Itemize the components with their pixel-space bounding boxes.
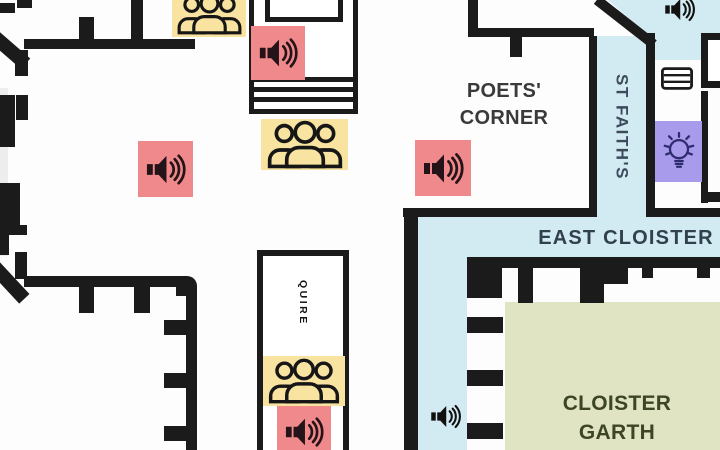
pillar-stub — [79, 17, 94, 41]
audio-point-marker[interactable] — [415, 140, 471, 196]
pillar-stub — [467, 423, 503, 439]
side-room-box — [701, 33, 720, 88]
altar-step — [251, 87, 356, 92]
stacked-lines-icon — [661, 67, 693, 90]
gathering-point-marker[interactable] — [261, 119, 348, 170]
pillar-stub — [642, 268, 653, 278]
speaker-icon — [424, 394, 466, 438]
wall-segment — [701, 192, 720, 202]
pillar-stub — [697, 268, 710, 278]
people-icon — [263, 356, 345, 406]
wall-segment — [0, 183, 20, 227]
pillar-stub — [467, 317, 503, 333]
wall-segment — [403, 208, 590, 217]
pillar-stub — [164, 373, 186, 388]
speaker-icon — [138, 141, 193, 197]
pillar-stub — [467, 370, 503, 386]
audio-point-marker[interactable] — [658, 0, 700, 30]
people-icon — [172, 0, 246, 37]
east-cloister-band — [418, 217, 720, 258]
wall-segment — [0, 225, 27, 235]
wall-segment — [15, 50, 28, 76]
poets-corner-label: POETS' CORNER — [459, 80, 549, 129]
speaker-icon — [277, 406, 331, 450]
east-cloister-label: EAST CLOISTER — [538, 227, 714, 249]
wall-segment — [468, 28, 594, 37]
wall-segment — [467, 257, 720, 268]
gathering-point-marker[interactable] — [263, 356, 345, 406]
lightbulb-icon — [655, 121, 702, 182]
altar-step — [251, 97, 356, 102]
wall-segment — [655, 208, 720, 217]
wall-segment — [17, 0, 32, 8]
pillar-stub — [15, 252, 27, 279]
pillar-stub — [164, 426, 186, 441]
wall-segment — [24, 276, 184, 287]
wall-segment — [646, 33, 655, 217]
speaker-icon — [415, 140, 471, 196]
audio-point-marker[interactable] — [277, 406, 331, 450]
quire-label-wrap: QUIRE — [263, 280, 343, 350]
speaker-icon — [251, 26, 305, 80]
left-edge-shade — [0, 88, 8, 256]
wall-pier — [580, 281, 604, 303]
altar-inner-box — [265, 0, 343, 22]
wall-segment — [468, 0, 478, 37]
speaker-icon — [658, 0, 700, 30]
wall-segment — [0, 3, 15, 13]
info-point-marker[interactable] — [661, 67, 693, 90]
gathering-point-marker[interactable] — [172, 0, 246, 37]
wall-segment — [404, 208, 418, 450]
pillar-stub — [79, 287, 94, 313]
pillar-stub — [164, 320, 186, 335]
highlight-point-marker[interactable] — [655, 121, 702, 182]
st-faiths-label-wrap: ST FAITH'S — [597, 36, 646, 217]
wall-segment — [24, 39, 195, 49]
pillar-stub — [16, 95, 28, 120]
pillar-stub — [134, 287, 150, 313]
wall-segment — [186, 290, 197, 450]
audio-point-marker[interactable] — [251, 26, 305, 80]
cloister-garth-area — [505, 302, 720, 450]
pillar-stub — [510, 37, 522, 57]
wall-segment — [0, 95, 15, 147]
cloister-garth-label: CLOISTER GARTH — [562, 392, 672, 444]
wall-segment — [589, 36, 597, 217]
wall-segment — [131, 0, 143, 41]
audio-point-marker[interactable] — [424, 394, 466, 438]
st-faiths-label: ST FAITH'S — [612, 73, 632, 180]
st-faiths-corridor — [597, 36, 646, 217]
wall-segment — [701, 91, 708, 203]
wall-pier — [580, 268, 628, 284]
people-icon — [261, 119, 348, 170]
wall-segment — [0, 235, 9, 255]
wall-pier — [467, 265, 502, 298]
audio-point-marker[interactable] — [138, 141, 193, 197]
quire-label: QUIRE — [297, 280, 309, 326]
pillar-stub — [518, 268, 533, 303]
